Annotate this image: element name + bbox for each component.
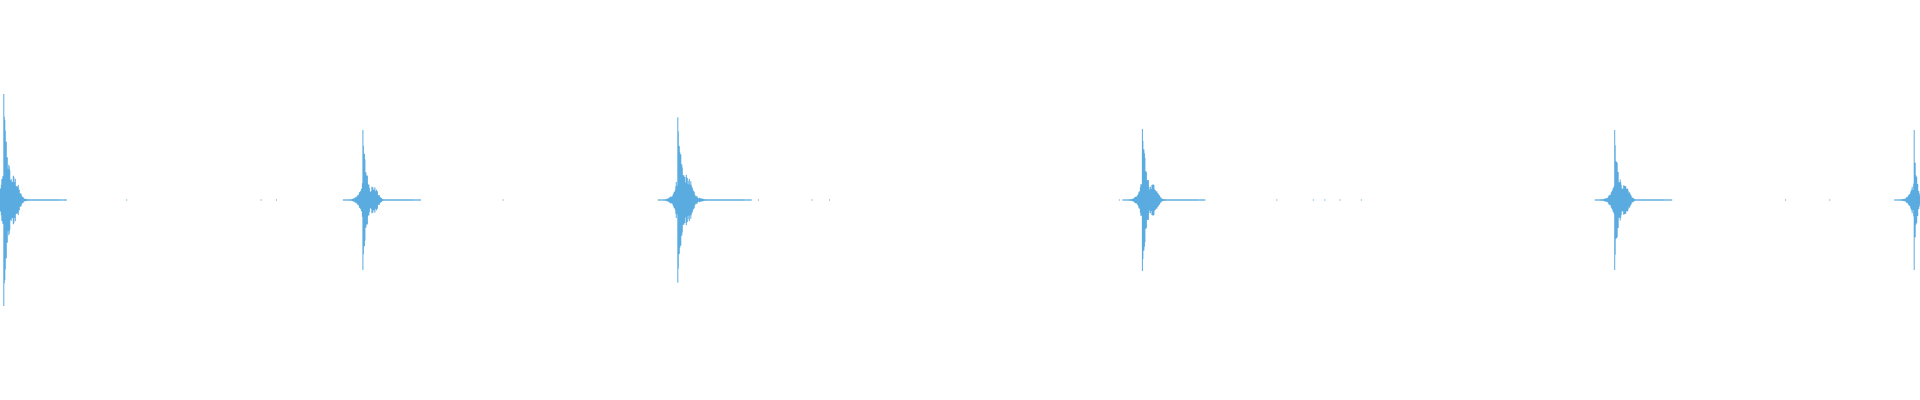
waveform-signal [0,94,1920,306]
